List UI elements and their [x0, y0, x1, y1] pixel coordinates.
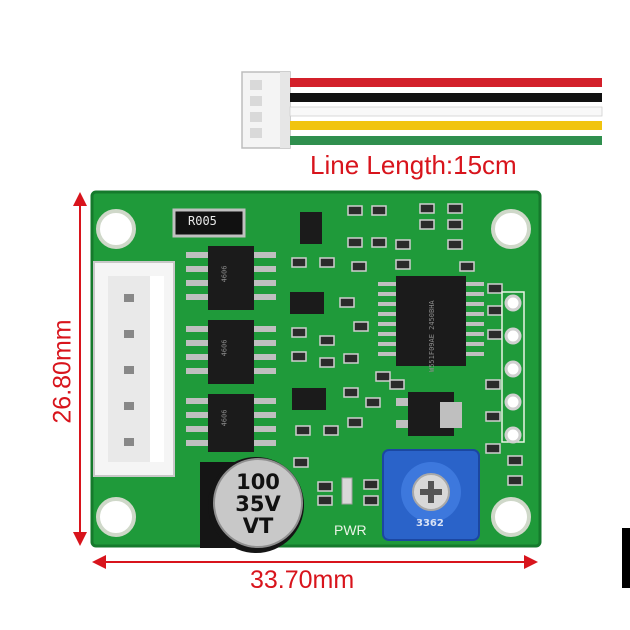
- mounting-hole: [96, 497, 136, 537]
- electrolytic-capacitor: [200, 457, 304, 553]
- trimpot[interactable]: [382, 449, 480, 541]
- side-connector: [93, 261, 175, 477]
- controller-ic: [378, 276, 484, 366]
- width-label: 33.70mm: [250, 566, 355, 594]
- height-dimension-line: [73, 192, 87, 546]
- capacitor-value: 100: [236, 470, 280, 494]
- controller-label: W551F09AE 2450BHA: [428, 300, 436, 372]
- pcb-board: [90, 190, 542, 553]
- jst-connector: [241, 71, 291, 149]
- voltage-regulator: [396, 392, 462, 436]
- capacitor-brand: VT: [242, 514, 274, 538]
- smd-transistor: [292, 388, 326, 410]
- power-led: [341, 477, 353, 505]
- mosfet-chip: [186, 246, 276, 310]
- mounting-hole: [491, 209, 531, 249]
- width-dimension-line: [92, 555, 538, 569]
- mosfet-chip: [186, 320, 276, 384]
- smd-transistor: [300, 212, 322, 244]
- smd-components: [291, 203, 523, 506]
- pin-header: [501, 291, 525, 444]
- mosfet-label: 4606: [220, 409, 229, 427]
- resistor-label: R005: [188, 214, 217, 228]
- line-length-label: Line Length:15cm: [310, 150, 517, 180]
- height-label: 26.80mm: [48, 319, 77, 424]
- mosfet-label: 4606: [220, 339, 229, 357]
- shunt-resistor: [172, 208, 246, 238]
- pwr-label: PWR: [334, 522, 367, 538]
- mosfet-chip: [186, 394, 276, 452]
- mounting-hole: [96, 209, 136, 249]
- capacitor-voltage: 35V: [235, 492, 281, 516]
- smd-transistor: [290, 292, 324, 314]
- mosfet-label: 4606: [220, 265, 229, 283]
- edge-bar: [622, 528, 630, 588]
- mounting-hole: [491, 497, 531, 537]
- trimpot-label: 3362: [416, 518, 444, 529]
- wire-bundle: [289, 78, 603, 145]
